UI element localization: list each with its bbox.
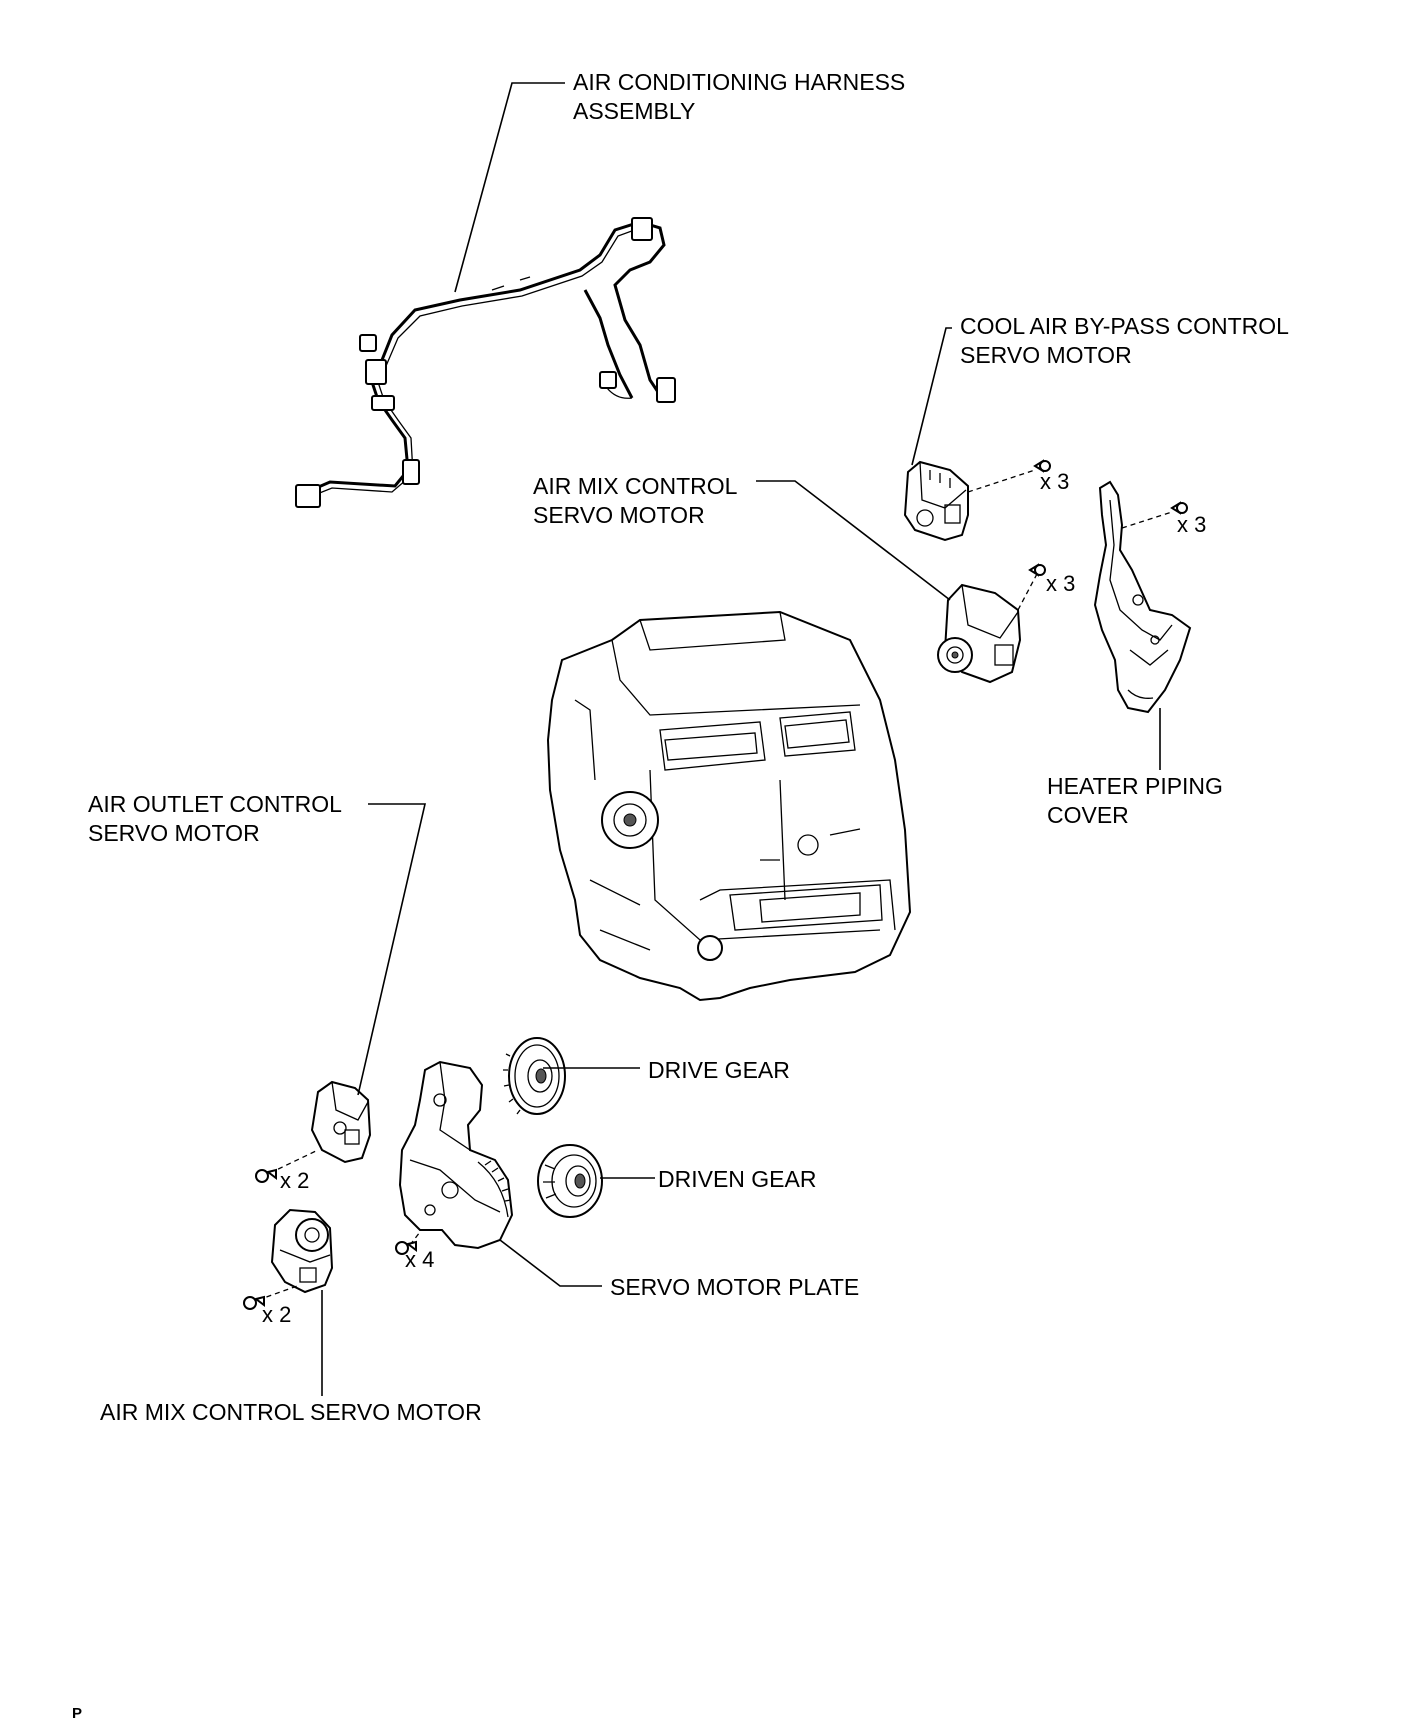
qty-cover-screws: x 3 [1177,512,1207,537]
airmix-upper-screw [1028,563,1046,577]
label-air-mix-servo-lower: AIR MIX CONTROL SERVO MOTOR [100,1399,482,1425]
label-servo-motor-plate: SERVO MOTOR PLATE [610,1274,860,1300]
driven-gear [537,1144,603,1218]
label-heater-piping-cover: HEATER PIPING COVER [1047,773,1223,828]
servo-motor-plate [398,1060,514,1250]
plate-screw [395,1240,417,1255]
airmix-lower-screw [243,1295,265,1310]
air-mix-servo-motor-upper [937,583,1022,684]
air-mix-servo-motor-lower [270,1208,334,1294]
drive-gear [503,1037,566,1115]
outlet-screw [255,1168,277,1183]
label-driven-gear: DRIVEN GEAR [658,1166,817,1192]
air-outlet-servo-motor [310,1080,372,1164]
qty-plate-screws: x 4 [405,1247,435,1272]
label-drive-gear: DRIVE GEAR [648,1057,790,1083]
cool-air-bypass-servo-motor [903,460,969,542]
heater-unit-housing [546,610,912,1002]
label-air-outlet-servo: AIR OUTLET CONTROL SERVO MOTOR [88,791,342,846]
heater-piping-cover [1093,480,1192,714]
bypass-screw [1033,459,1051,473]
cover-screw [1170,501,1188,515]
label-air-mix-servo-upper: AIR MIX CONTROL SERVO MOTOR [533,473,738,528]
qty-bypass-screws: x 3 [1040,469,1070,494]
harness-assembly [295,217,676,508]
qty-airmix-lower-screws: x 2 [262,1302,292,1327]
label-cool-air-bypass-servo: COOL AIR BY-PASS CONTROL SERVO MOTOR [960,313,1289,368]
leader-lines [321,82,1161,1396]
corner-mark: P [72,1705,83,1722]
qty-airmix-upper-screws: x 3 [1046,571,1076,596]
qty-outlet-screws: x 2 [280,1168,310,1193]
label-harness-assembly: AIR CONDITIONING HARNESS ASSEMBLY [573,69,906,124]
